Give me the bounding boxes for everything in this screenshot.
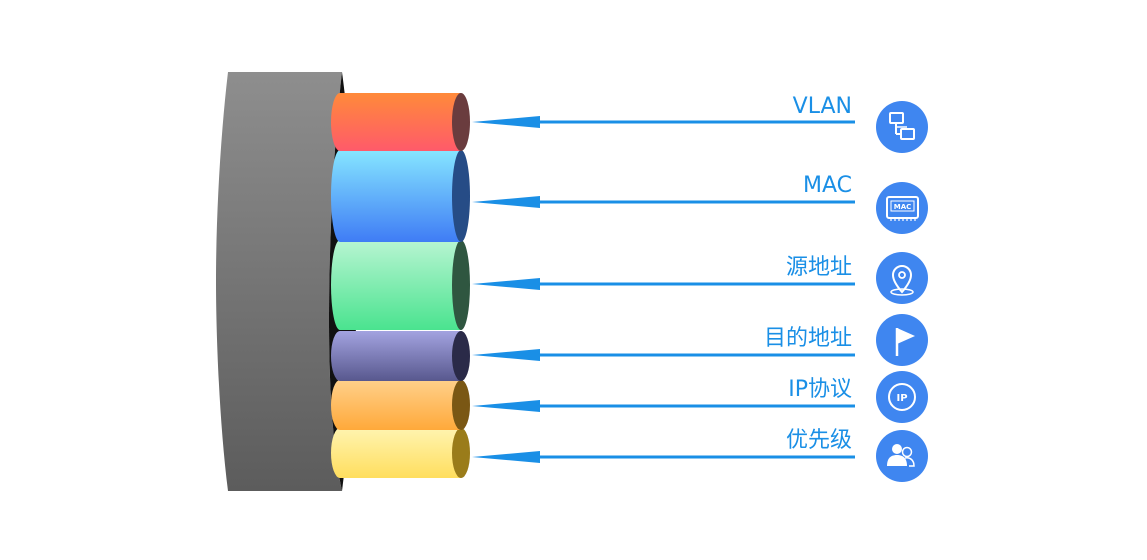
arrow-priority xyxy=(472,451,855,463)
location-pin-icon xyxy=(876,252,928,304)
network-topology-icon xyxy=(876,101,928,153)
label-mac: MAC xyxy=(803,173,852,198)
label-priority: 优先级 xyxy=(786,428,852,453)
cylinder-mac xyxy=(331,150,470,242)
label-source-address: 源地址 xyxy=(786,255,852,280)
mac-chip-icon: MAC xyxy=(876,182,928,234)
arrow-source-address xyxy=(472,278,855,290)
cylinder-priority xyxy=(331,428,470,478)
cylinder-vlan xyxy=(331,93,470,151)
label-destination-address: 目的地址 xyxy=(764,326,852,351)
cylinder-ip-protocol xyxy=(331,380,470,430)
cylinder-destination-address xyxy=(331,331,470,381)
cylinder-source-address xyxy=(331,240,470,330)
mac-chip-text: MAC xyxy=(894,203,912,211)
arrow-destination-address xyxy=(472,349,855,361)
arrow-mac xyxy=(472,196,855,208)
users-icon xyxy=(876,430,928,482)
ip-badge-icon: IP xyxy=(876,371,928,423)
ip-badge-text: IP xyxy=(896,393,907,404)
flag-icon xyxy=(876,314,928,366)
arrow-vlan xyxy=(472,116,855,128)
label-vlan: VLAN xyxy=(793,94,852,119)
arrow-ip-protocol xyxy=(472,400,855,412)
label-ip-protocol: IP协议 xyxy=(788,377,852,402)
